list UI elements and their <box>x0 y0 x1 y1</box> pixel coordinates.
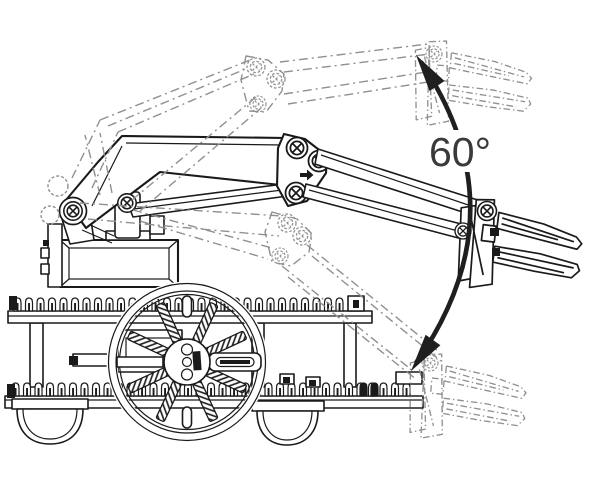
elbow-arrow-mark <box>300 169 314 181</box>
hub-bar <box>116 356 164 368</box>
motion-arc: 60° <box>411 55 494 371</box>
angle-label: 60° <box>429 129 491 175</box>
arc-arrowhead-down <box>411 334 441 371</box>
beam-end-bracket <box>395 371 423 385</box>
wheel-rim-slot <box>181 295 193 318</box>
chassis-post-right <box>343 322 357 388</box>
robot-vehicle <box>4 132 588 446</box>
swing-arc <box>414 60 473 365</box>
battery-box <box>58 238 180 289</box>
shoulder-column <box>47 223 63 288</box>
ghost-arm-lowered <box>79 202 531 448</box>
ghost-elbow-plate-down <box>264 211 313 267</box>
chassis-post-left <box>29 322 44 388</box>
arc-arrowhead-up <box>416 55 445 91</box>
wheel-rim <box>107 282 267 442</box>
wrist-screw-1 <box>476 200 498 222</box>
caster-dome-right <box>251 400 325 446</box>
wheel-hub <box>163 338 211 386</box>
caster-dome-left <box>11 398 89 445</box>
drive-wheel <box>106 281 268 443</box>
wheel-hub-logo-mark <box>192 351 202 371</box>
ghost-elbow-plate-up <box>240 55 285 113</box>
robot-arm-solid <box>58 132 588 302</box>
stud-rail-top <box>13 297 344 312</box>
elbow-screw-1 <box>285 136 309 160</box>
wheel-rim-slot <box>181 406 193 429</box>
stud-rail-bottom <box>11 382 411 397</box>
shoulder-screw <box>63 201 83 221</box>
ghost-arm-raised <box>40 38 536 225</box>
wheel-spokes <box>127 295 247 429</box>
arm-link <box>127 182 296 218</box>
robot-body <box>40 191 180 289</box>
